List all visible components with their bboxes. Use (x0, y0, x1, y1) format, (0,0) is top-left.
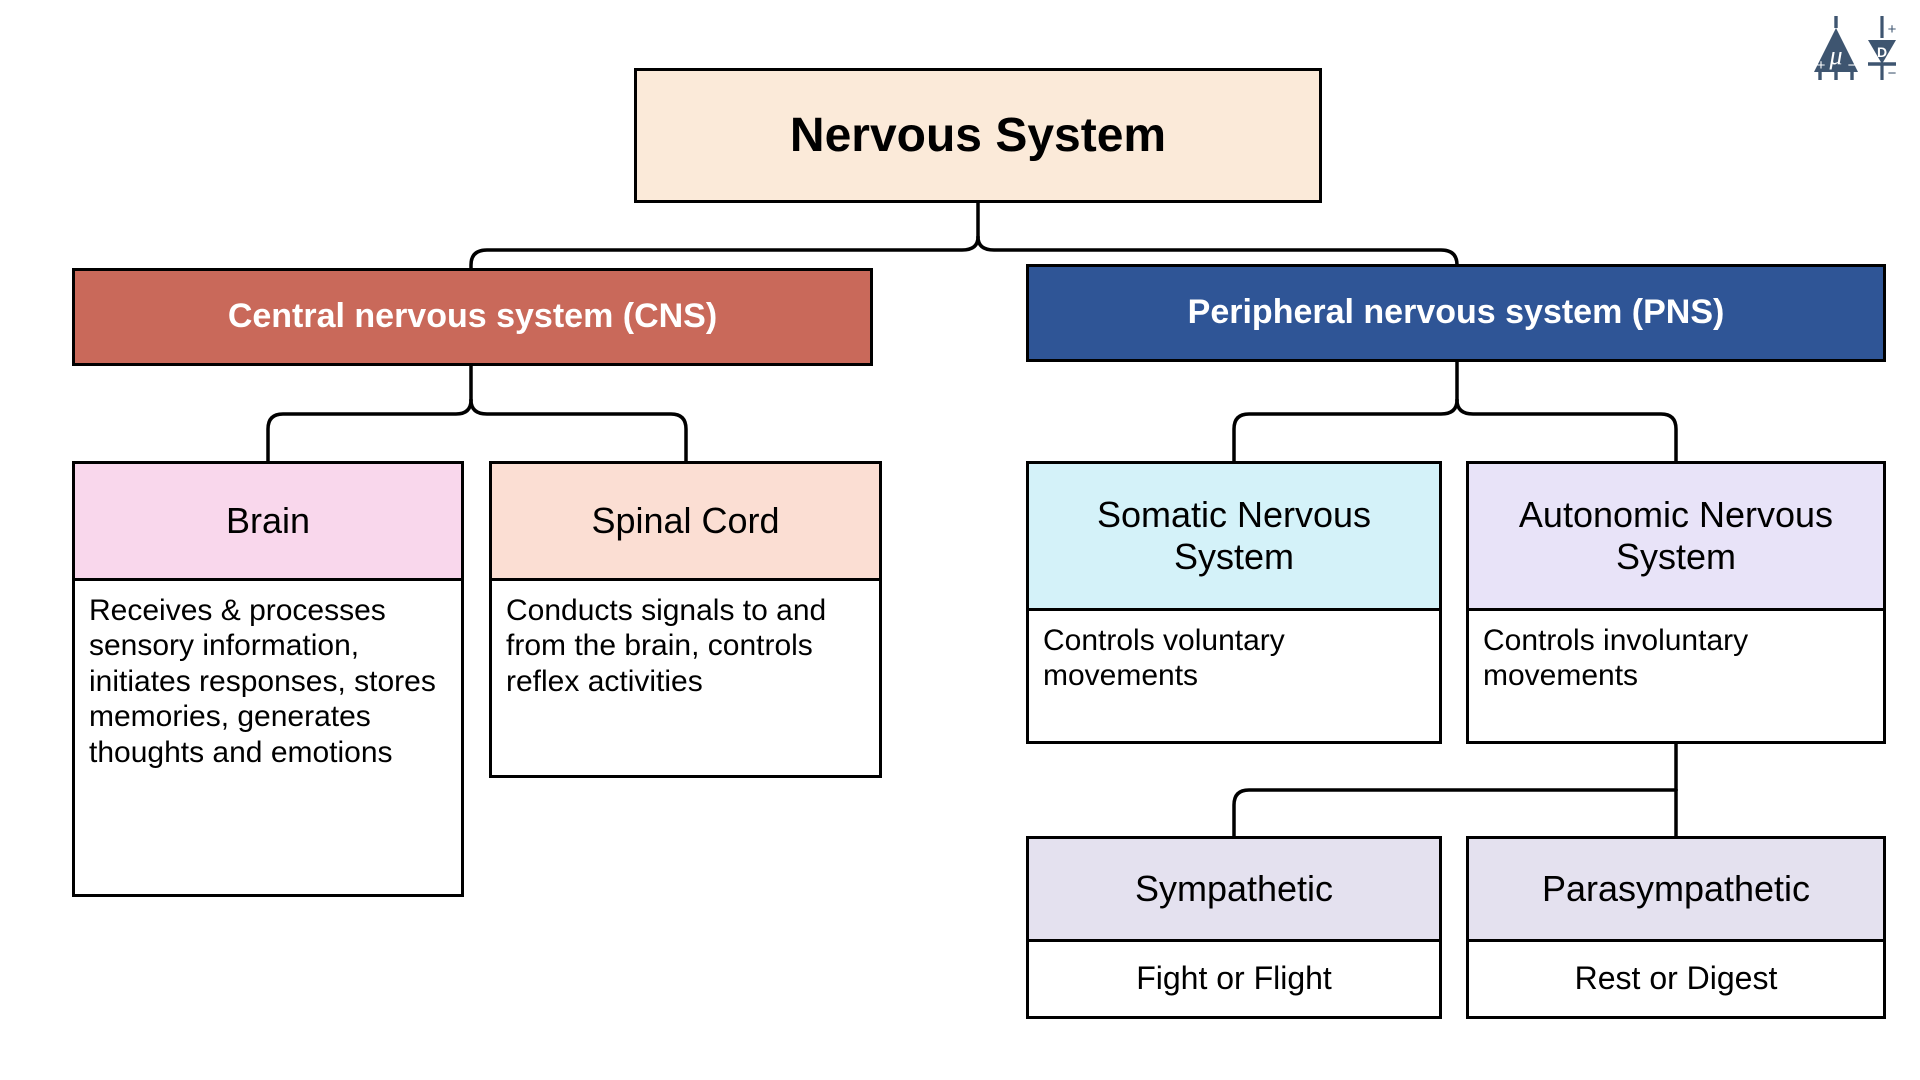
node-nervous-system-title: Nervous System (789, 108, 1167, 162)
node-parasympathetic-description: Rest or Digest (1469, 939, 1883, 1016)
edge-cns-to-spinal (469, 398, 688, 463)
node-spinal-cord-description: Conducts signals to and from the brain, … (492, 578, 879, 775)
opamp-mu-label: μ (1828, 41, 1842, 70)
edge-autonomic-to-sympathetic (1232, 788, 1678, 838)
node-brain[interactable]: Brain Receives & processes sensory infor… (72, 461, 464, 897)
node-sympathetic[interactable]: Sympathetic Fight or Flight (1026, 836, 1442, 1019)
node-sympathetic-title: Sympathetic (1029, 839, 1439, 939)
node-parasympathetic[interactable]: Parasympathetic Rest or Digest (1466, 836, 1886, 1019)
node-somatic-nervous-system[interactable]: Somatic Nervous System Controls voluntar… (1026, 461, 1442, 744)
edge-pns-to-somatic (1232, 398, 1459, 463)
edge-pns-to-autonomic (1455, 398, 1678, 463)
node-brain-title: Brain (75, 464, 461, 578)
node-central-nervous-system[interactable]: Central nervous system (CNS) (72, 268, 873, 366)
node-somatic-nervous-system-description: Controls voluntary movements (1029, 608, 1439, 741)
opamp-plus-label: + (1817, 57, 1826, 74)
node-spinal-cord-title: Spinal Cord (492, 464, 879, 578)
edge-cns-to-brain (266, 398, 473, 463)
node-peripheral-nervous-system[interactable]: Peripheral nervous system (PNS) (1026, 264, 1886, 362)
diode-icon: D + − (1868, 16, 1897, 82)
opamp-icon: μ + − (1814, 16, 1858, 80)
node-somatic-nervous-system-title: Somatic Nervous System (1029, 464, 1439, 608)
edge-root-to-pns (976, 235, 1459, 267)
node-autonomic-nervous-system-description: Controls involuntary movements (1469, 608, 1883, 741)
node-parasympathetic-title: Parasympathetic (1469, 839, 1883, 939)
node-brain-description: Receives & processes sensory information… (75, 578, 461, 894)
diode-d-label: D (1877, 44, 1887, 60)
node-autonomic-nervous-system-title: Autonomic Nervous System (1469, 464, 1883, 608)
node-sympathetic-description: Fight or Flight (1029, 939, 1439, 1016)
edge-root-to-cns (469, 235, 980, 270)
diode-minus-label: − (1888, 65, 1897, 82)
node-spinal-cord[interactable]: Spinal Cord Conducts signals to and from… (489, 461, 882, 778)
opamp-minus-label: − (1848, 57, 1857, 74)
node-nervous-system[interactable]: Nervous System (634, 68, 1322, 203)
node-central-nervous-system-title: Central nervous system (CNS) (227, 297, 718, 336)
node-autonomic-nervous-system[interactable]: Autonomic Nervous System Controls involu… (1466, 461, 1886, 744)
node-peripheral-nervous-system-title: Peripheral nervous system (PNS) (1187, 293, 1725, 332)
brand-logo-icon: μ + − D + − (1814, 16, 1897, 82)
diode-plus-label: + (1888, 21, 1897, 38)
